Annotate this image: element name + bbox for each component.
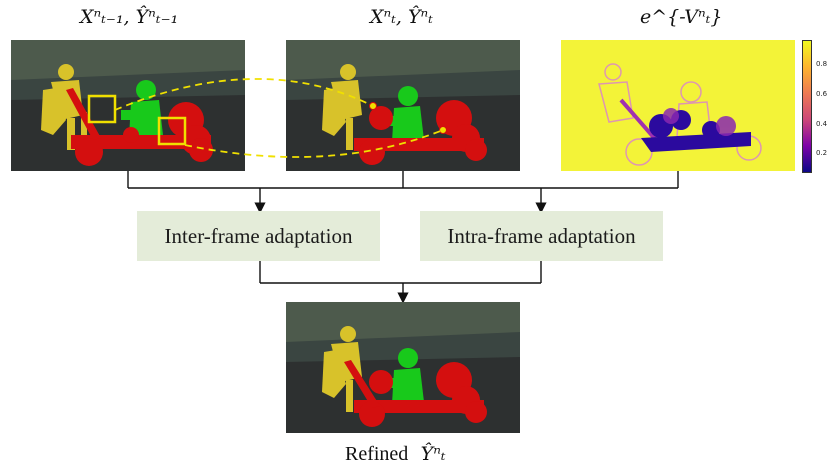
curr-frame-scene xyxy=(286,40,520,171)
refined-output-label: Refined Ŷⁿₜ xyxy=(345,441,446,466)
inter-frame-module: Inter-frame adaptation xyxy=(137,211,380,261)
refined-output-prefix: Refined xyxy=(345,443,409,465)
refined-output-image xyxy=(286,302,520,433)
refined-output-symbol: Ŷⁿₜ xyxy=(420,443,446,465)
prev-frame-scene xyxy=(11,40,245,171)
intra-frame-module-label: Intra-frame adaptation xyxy=(447,223,636,248)
curr-frame-image xyxy=(286,40,520,171)
colorbar-ticks: 0.8 0.6 0.4 0.2 xyxy=(816,40,830,171)
colorbar-tick: 0.8 xyxy=(816,60,828,68)
uncertainty-scene xyxy=(598,63,762,166)
uncertainty-label: e^{-Vⁿₜ} xyxy=(640,4,723,28)
colorbar xyxy=(802,40,812,173)
inter-frame-module-label: Inter-frame adaptation xyxy=(164,223,353,248)
intra-frame-module: Intra-frame adaptation xyxy=(420,211,663,261)
prev-frame-formula: Xⁿₜ₋₁, Ŷⁿₜ₋₁ xyxy=(80,6,179,28)
prev-frame-label: Xⁿₜ₋₁, Ŷⁿₜ₋₁ xyxy=(80,4,178,28)
curr-frame-formula: Xⁿₜ, Ŷⁿₜ xyxy=(370,6,433,28)
correspondence-line-2 xyxy=(184,129,444,158)
colorbar-tick: 0.4 xyxy=(816,120,828,128)
colorbar-tick: 0.6 xyxy=(816,90,828,98)
correspondence-line-1 xyxy=(114,78,374,111)
uncertainty-map xyxy=(561,40,795,171)
colorbar-tick: 0.2 xyxy=(816,149,828,157)
curr-frame-label: Xⁿₜ, Ŷⁿₜ xyxy=(370,4,433,28)
prev-frame-image xyxy=(11,40,245,171)
refined-output-scene xyxy=(286,302,520,433)
uncertainty-formula: e^{-Vⁿₜ} xyxy=(640,6,723,28)
